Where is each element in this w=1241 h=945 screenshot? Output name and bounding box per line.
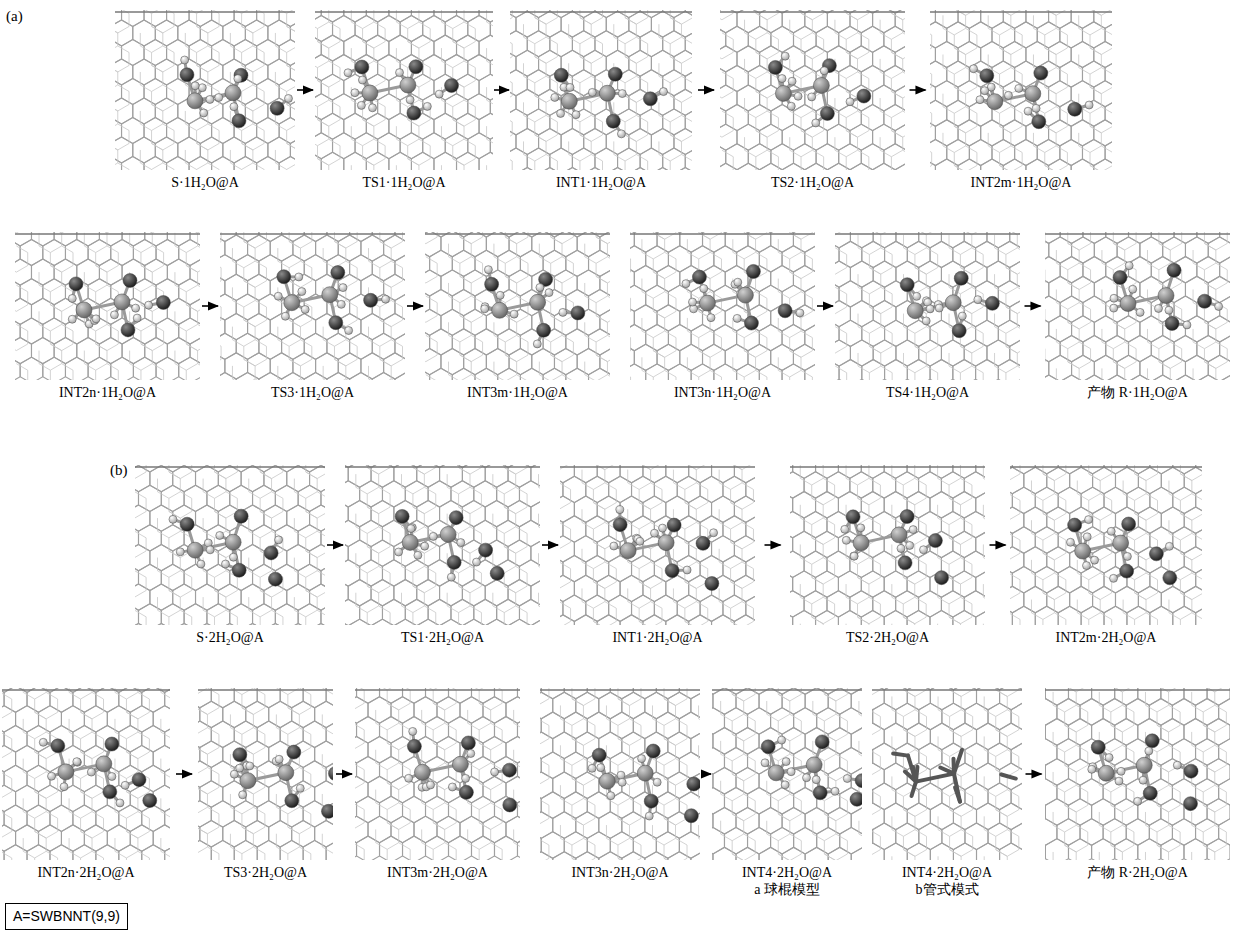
panel-caption: S·2H₂O@A: [135, 629, 325, 646]
reaction-arrow: [407, 305, 423, 307]
structure-panel: TS2·1H₂O@A: [720, 10, 905, 191]
reaction-arrow: [990, 544, 1006, 546]
structure-panel: INT3n·2H₂O@A: [540, 688, 700, 881]
nanotube-panel: [930, 10, 1112, 170]
panel-caption: INT3n·2H₂O@A: [540, 864, 700, 881]
panel-caption: INT2m·1H₂O@A: [930, 174, 1112, 191]
panel-caption: TS1·1H₂O@A: [315, 174, 493, 191]
nanotube-panel: [198, 688, 333, 860]
nanotube-panel: [560, 465, 755, 625]
panel-label: (b): [110, 462, 128, 479]
structure-panel: INT4·2H₂O@Ab管式模式: [872, 688, 1022, 898]
panel-caption: TS2·2H₂O@A: [790, 629, 985, 646]
reaction-arrow: [494, 89, 509, 91]
structure-panel: TS1·1H₂O@A: [315, 10, 493, 191]
nanotube-panel: [720, 10, 905, 170]
panel-caption: INT3m·2H₂O@A: [355, 864, 520, 881]
panel-caption: INT4·2H₂O@A: [872, 864, 1022, 881]
panel-caption: INT4·2H₂O@A: [712, 864, 862, 881]
panel-caption: 产物 R·2H₂O@A: [1045, 864, 1230, 881]
reaction-arrow: [1026, 773, 1042, 775]
nanotube-panel: [2, 688, 170, 860]
panel-caption: TS2·1H₂O@A: [720, 174, 905, 191]
panel-caption: INT1·1H₂O@A: [510, 174, 692, 191]
panel-caption: INT3m·1H₂O@A: [425, 384, 610, 401]
panel-caption: TS1·2H₂O@A: [345, 629, 540, 646]
panel-caption: INT2m·2H₂O@A: [1010, 629, 1202, 646]
reaction-arrow: [765, 544, 781, 546]
structure-panel: TS2·2H₂O@A: [790, 465, 985, 646]
nanotube-panel: [630, 232, 815, 380]
nanotube-panel: [1045, 232, 1230, 380]
panel-caption: TS3·1H₂O@A: [220, 384, 405, 401]
panel-label: (a): [6, 8, 23, 25]
structure-panel: INT1·1H₂O@A: [510, 10, 692, 191]
structure-panel: TS3·1H₂O@A: [220, 232, 405, 401]
nanotube-panel: [345, 465, 540, 625]
structure-panel: INT2m·1H₂O@A: [930, 10, 1112, 191]
structure-panel: 产物 R·1H₂O@A: [1045, 232, 1230, 401]
panel-caption: INT3n·1H₂O@A: [630, 384, 815, 401]
reaction-arrow: [698, 89, 714, 91]
reaction-arrow: [817, 305, 833, 307]
structure-panel: S·2H₂O@A: [135, 465, 325, 646]
structure-panel: INT2n·1H₂O@A: [15, 232, 200, 401]
structure-panel: INT2n·2H₂O@A: [2, 688, 170, 881]
nanotube-panel: [540, 688, 700, 860]
reaction-arrow: [701, 773, 711, 775]
nanotube-panel: [355, 688, 520, 860]
nanotube-panel: [835, 232, 1020, 380]
panel-caption: TS3·2H₂O@A: [198, 864, 333, 881]
nanotube-panel: [15, 232, 200, 380]
structure-panel: INT3m·2H₂O@A: [355, 688, 520, 881]
structure-panel: S·1H₂O@A: [115, 10, 295, 191]
nanotube-panel: [315, 10, 493, 170]
structure-panel: TS3·2H₂O@A: [198, 688, 333, 881]
nanotube-panel: [135, 465, 325, 625]
structure-panel: INT3m·1H₂O@A: [425, 232, 610, 401]
reaction-arrow: [1025, 305, 1041, 307]
panel-caption: INT2n·2H₂O@A: [2, 864, 170, 881]
panel-caption: INT1·2H₂O@A: [560, 629, 755, 646]
panel-caption: INT2n·1H₂O@A: [15, 384, 200, 401]
structure-panel: 产物 R·2H₂O@A: [1045, 688, 1230, 881]
structure-panel: TS1·2H₂O@A: [345, 465, 540, 646]
nanotube-panel: [790, 465, 985, 625]
nanotube-panel: [872, 688, 1022, 860]
structure-panel: INT3n·1H₂O@A: [630, 232, 815, 401]
legend-box: A=SWBNNT(9,9): [5, 903, 128, 930]
panel-caption: 产物 R·1H₂O@A: [1045, 384, 1230, 401]
nanotube-panel: [115, 10, 295, 170]
nanotube-panel: [712, 688, 862, 860]
nanotube-panel: [1010, 465, 1202, 625]
reaction-arrow: [297, 89, 313, 91]
panel-caption: S·1H₂O@A: [115, 174, 295, 191]
panel-caption: b管式模式: [872, 881, 1022, 898]
reaction-arrow: [336, 773, 352, 775]
panel-caption: A=SWBNNT(9,9): [13, 908, 120, 925]
nanotube-panel: [510, 10, 692, 170]
reaction-arrow: [542, 544, 558, 546]
nanotube-panel: [425, 232, 610, 380]
reaction-arrow: [327, 544, 343, 546]
nanotube-panel: [1045, 688, 1230, 860]
reaction-arrow: [910, 89, 926, 91]
nanotube-panel: [220, 232, 405, 380]
panel-caption: a 球棍模型: [712, 881, 862, 898]
structure-panel: INT1·2H₂O@A: [560, 465, 755, 646]
reaction-arrow: [176, 773, 192, 775]
structure-panel: INT2m·2H₂O@A: [1010, 465, 1202, 646]
structure-panel: TS4·1H₂O@A: [835, 232, 1020, 401]
structure-panel: INT4·2H₂O@Aa 球棍模型: [712, 688, 862, 898]
panel-caption: TS4·1H₂O@A: [835, 384, 1020, 401]
reaction-arrow: [202, 305, 218, 307]
